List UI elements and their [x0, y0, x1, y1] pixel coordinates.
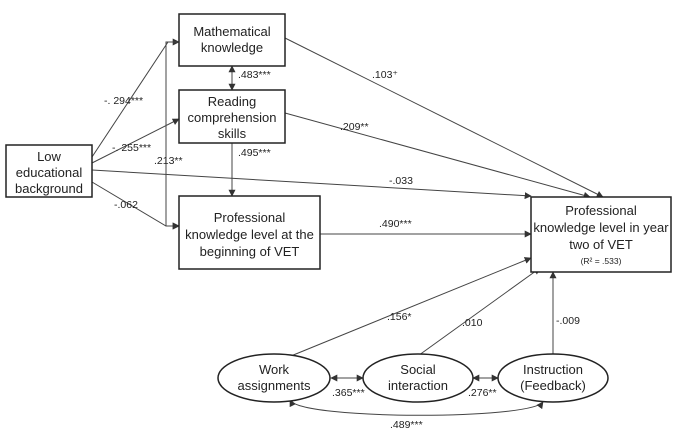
coef-reading-to-year2: .209**: [340, 121, 369, 133]
low-background-line-1: Low: [37, 149, 61, 164]
r-squared-label: (R² = .533): [581, 256, 622, 266]
node-social-interaction: Social interaction: [362, 353, 474, 403]
node-math-knowledge: Mathematical knowledge: [178, 13, 286, 67]
coef-work-instruction: .489***: [390, 419, 423, 431]
coef-low-to-math: -. 294***: [104, 95, 143, 107]
coef-social-instruction: .276**: [468, 387, 497, 399]
low-background-line-3: background: [15, 181, 83, 196]
low-background-line-2: educational: [16, 165, 83, 180]
coef-math-reading: .483***: [238, 69, 271, 81]
coef-work-to-year2: .156*: [387, 311, 412, 323]
instruction-line-1: Instruction: [523, 362, 583, 377]
reading-skills-line-3: skills: [218, 126, 247, 141]
social-interaction-line-2: interaction: [388, 378, 448, 393]
arrow-social-to-year2: [414, 267, 541, 359]
node-low-background: Low educational background: [5, 144, 93, 198]
math-knowledge-line-2: knowledge: [201, 40, 263, 55]
reading-skills-line-2: comprehension: [188, 110, 277, 125]
reading-skills-line-1: Reading: [208, 94, 256, 109]
prof-begin-line-3: beginning of VET: [200, 244, 300, 259]
arrow-work-to-year2: [285, 257, 532, 359]
prof-year2-line-3: two of VET: [569, 237, 633, 252]
social-interaction-line-1: Social: [400, 362, 436, 377]
arrow-work-instruction: [289, 399, 544, 416]
coefficient-labels: -. 294*** -. 255*** .213** -.062 .483***…: [104, 69, 580, 431]
arrows: [91, 37, 604, 416]
work-assignments-line-1: Work: [259, 362, 290, 377]
node-instruction: Instruction (Feedback): [497, 353, 609, 403]
coef-social-to-year2: .010: [462, 317, 483, 329]
coef-instruction-to-year2: -.009: [556, 315, 580, 327]
prof-begin-line-2: knowledge level at the: [185, 227, 314, 242]
coef-low-to-reading: -. 255***: [112, 142, 151, 154]
coef-work-social: .365***: [332, 387, 365, 399]
coef-low-to-prof-begin: -.062: [114, 199, 138, 211]
coef-begin-to-year2: .490***: [379, 218, 412, 230]
node-reading-skills: Reading comprehension skills: [178, 89, 286, 144]
arrow-low-to-prof-year2: [91, 169, 532, 200]
coef-math-to-prof-begin: .213**: [154, 155, 183, 167]
work-assignments-line-2: assignments: [238, 378, 311, 393]
node-prof-begin: Professional knowledge level at the begi…: [178, 195, 321, 270]
prof-year2-line-2: knowledge level in year: [533, 220, 669, 235]
arrow-low-to-reading: [91, 118, 180, 164]
arrow-math-to-prof-begin: [165, 41, 180, 230]
coef-low-to-year2: -.033: [389, 175, 413, 187]
node-prof-year2: Professional knowledge level in year two…: [530, 196, 672, 273]
arrow-reading-to-year2: [284, 112, 591, 199]
instruction-line-2: (Feedback): [520, 378, 586, 393]
prof-year2-line-1: Professional: [565, 203, 637, 218]
node-work-assignments: Work assignments: [217, 353, 331, 403]
coef-math-to-year2: .103⁺: [372, 69, 398, 81]
prof-begin-line-1: Professional: [214, 210, 286, 225]
math-knowledge-line-1: Mathematical: [193, 24, 270, 39]
coef-reading-to-prof-begin: .495***: [238, 147, 271, 159]
arrow-math-to-year2: [284, 37, 604, 198]
